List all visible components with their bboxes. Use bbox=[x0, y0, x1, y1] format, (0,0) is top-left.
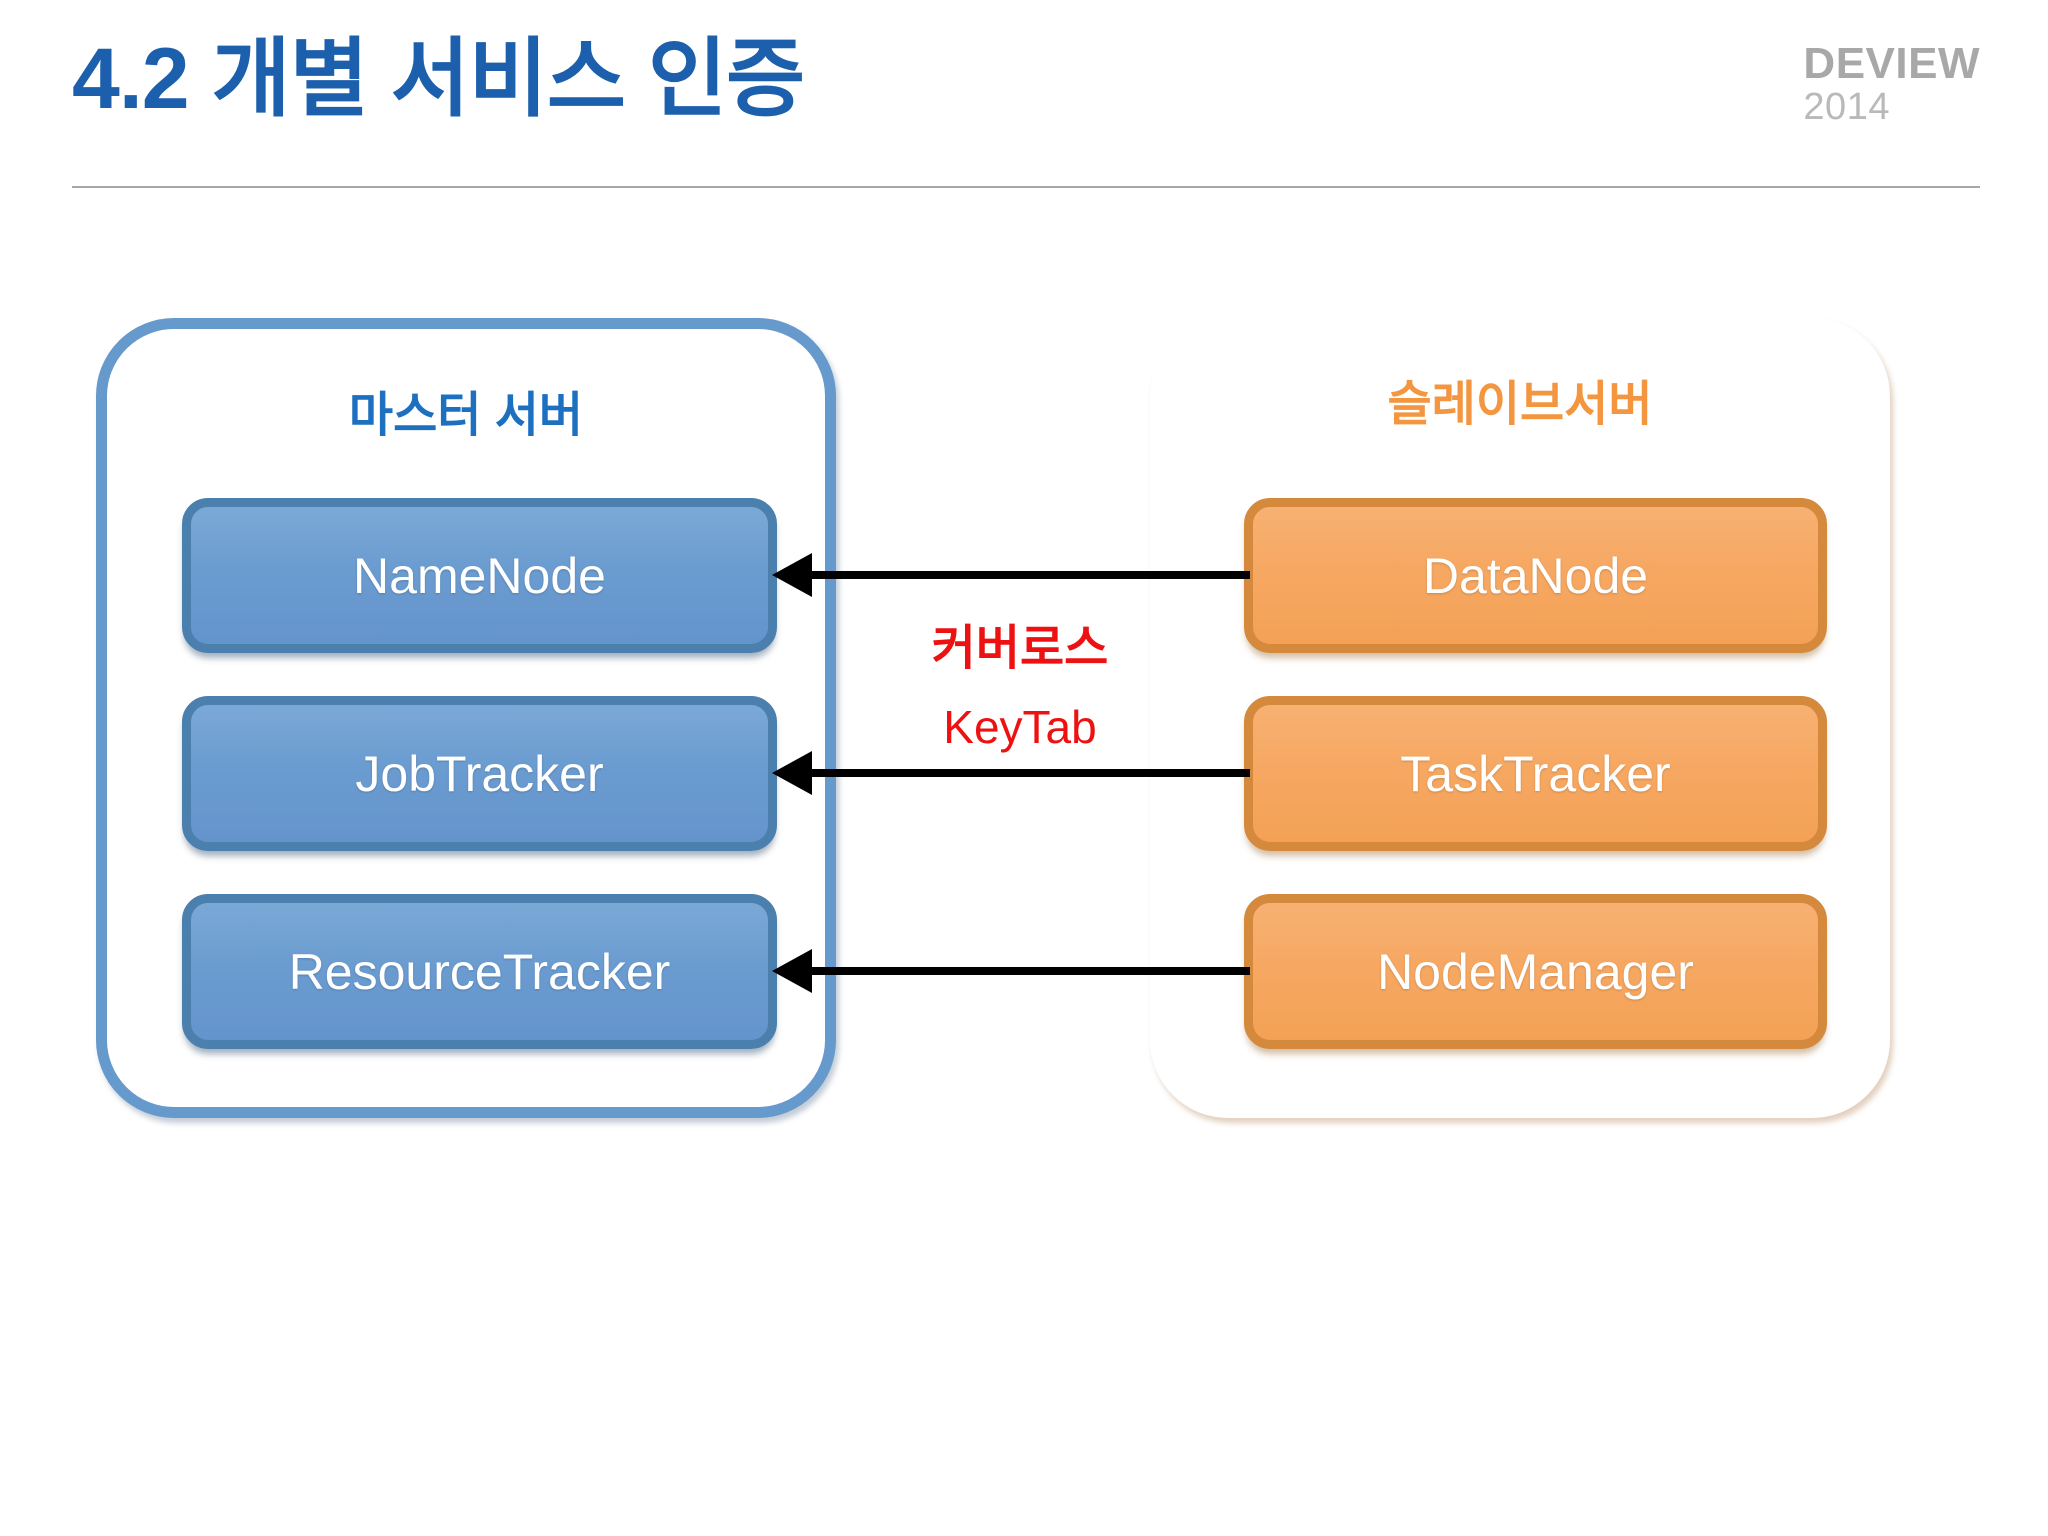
page-title: 4.2 개별 서비스 인증 bbox=[72, 31, 805, 127]
master-server-label: 마스터 서버 bbox=[348, 389, 584, 442]
annotation-kerberos: 커버로스 bbox=[931, 622, 1109, 675]
deview-logo: DEVIEW 2014 bbox=[1803, 39, 1980, 128]
arrow-tasktracker-to-jobtracker bbox=[810, 769, 1250, 777]
logo-year: 2014 bbox=[1803, 86, 1890, 128]
slave-server-label: 슬레이브서버 bbox=[1387, 378, 1653, 431]
arrowhead-icon-resourcetracker bbox=[772, 949, 812, 993]
arrowhead-icon-jobtracker bbox=[772, 751, 812, 795]
node-namenode[interactable]: NameNode bbox=[182, 498, 777, 653]
arrow-nodemanager-to-resourcetracker bbox=[810, 967, 1250, 975]
node-nodemanager[interactable]: NodeManager bbox=[1244, 894, 1827, 1049]
logo-text: DEVIEW bbox=[1803, 39, 1980, 88]
title-divider bbox=[72, 186, 1980, 188]
node-resourcetracker[interactable]: ResourceTracker bbox=[182, 894, 777, 1049]
arrowhead-icon-namenode bbox=[772, 553, 812, 597]
node-tasktracker[interactable]: TaskTracker bbox=[1244, 696, 1827, 851]
arrow-datanode-to-namenode bbox=[810, 571, 1250, 579]
node-jobtracker[interactable]: JobTracker bbox=[182, 696, 777, 851]
annotation-keytab: KeyTab bbox=[943, 701, 1097, 753]
node-datanode[interactable]: DataNode bbox=[1244, 498, 1827, 653]
